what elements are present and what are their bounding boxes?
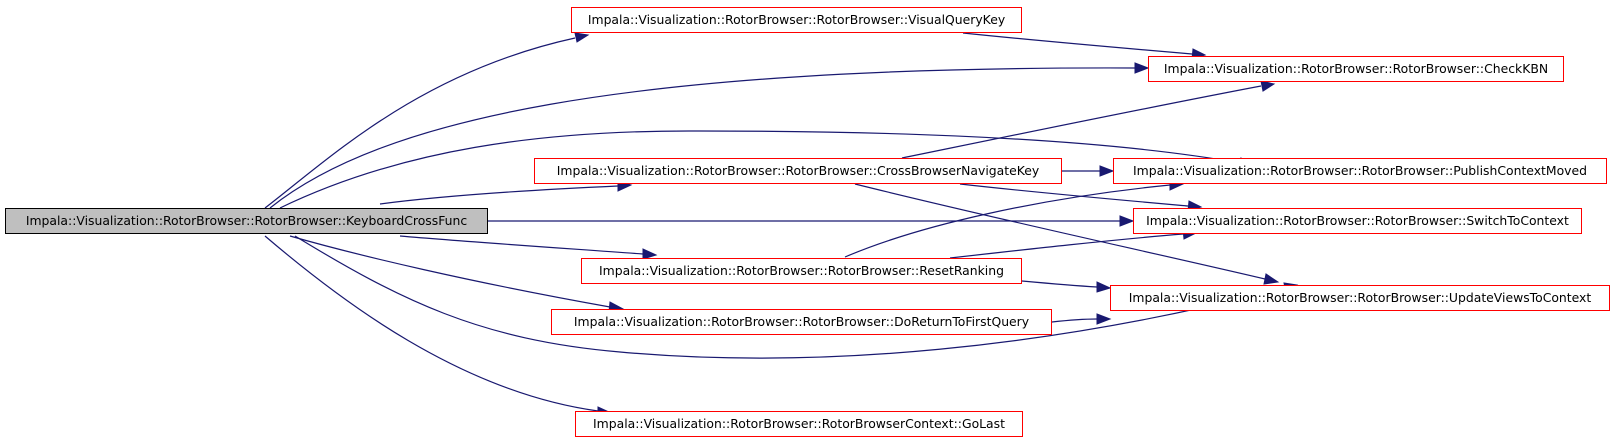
node-update-views-to-context[interactable]: Impala::Visualization::RotorBrowser::Rot… <box>1110 285 1610 311</box>
arrowhead <box>1260 80 1276 92</box>
arrowhead <box>1134 62 1150 74</box>
node-publish-context-moved[interactable]: Impala::Visualization::RotorBrowser::Rot… <box>1113 158 1607 184</box>
edge-visual-query-key-to-check-kbn <box>962 32 1193 55</box>
node-cross-browser-navigate-key[interactable]: Impala::Visualization::RotorBrowser::Rot… <box>534 158 1062 184</box>
edge-cross-browser-navigate-key-to-check-kbn <box>901 85 1262 159</box>
node-do-return-to-first-query[interactable]: Impala::Visualization::RotorBrowser::Rot… <box>551 309 1052 335</box>
edge-root-to-visual-query-key <box>264 37 576 209</box>
node-go-last[interactable]: Impala::Visualization::RotorBrowser::Rot… <box>575 411 1023 437</box>
node-switch-to-context[interactable]: Impala::Visualization::RotorBrowser::Rot… <box>1133 208 1582 234</box>
edge-reset-ranking-to-switch-to-context <box>949 233 1184 259</box>
edge-root-to-check-kbn <box>269 67 1136 209</box>
node-keyboard-cross-func: Impala::Visualization::RotorBrowser::Rot… <box>5 208 488 234</box>
arrowhead <box>1119 215 1135 227</box>
edge-root-to-go-last <box>264 235 599 412</box>
node-reset-ranking[interactable]: Impala::Visualization::RotorBrowser::Rot… <box>581 258 1022 284</box>
node-check-kbn[interactable]: Impala::Visualization::RotorBrowser::Rot… <box>1148 56 1564 82</box>
arrowhead <box>642 248 658 260</box>
arrowhead <box>1099 165 1115 177</box>
arrowhead <box>574 32 590 43</box>
edge-reset-ranking-to-update-views-to-context <box>1021 280 1098 288</box>
edge-root-to-reset-ranking <box>399 235 644 255</box>
edge-root-to-publish-context-moved <box>279 130 1241 209</box>
edge-do-return-to-first-query-to-update-views-to-context <box>1051 318 1098 323</box>
arrowhead <box>1263 273 1280 285</box>
edge-root-to-do-return-to-first-query <box>289 235 611 308</box>
edge-reset-ranking-to-publish-context-moved <box>844 184 1171 258</box>
arrowhead <box>1096 313 1112 325</box>
edge-root-to-update-views-to-context <box>294 235 1286 359</box>
arrowhead <box>1096 281 1112 293</box>
node-visual-query-key[interactable]: Impala::Visualization::RotorBrowser::Rot… <box>571 7 1022 33</box>
edge-cross-browser-navigate-key-to-update-views-to-context <box>854 183 1266 280</box>
edge-root-to-cross-browser-navigate-key <box>379 185 619 205</box>
edge-cross-browser-navigate-key-to-switch-to-context <box>959 183 1189 207</box>
